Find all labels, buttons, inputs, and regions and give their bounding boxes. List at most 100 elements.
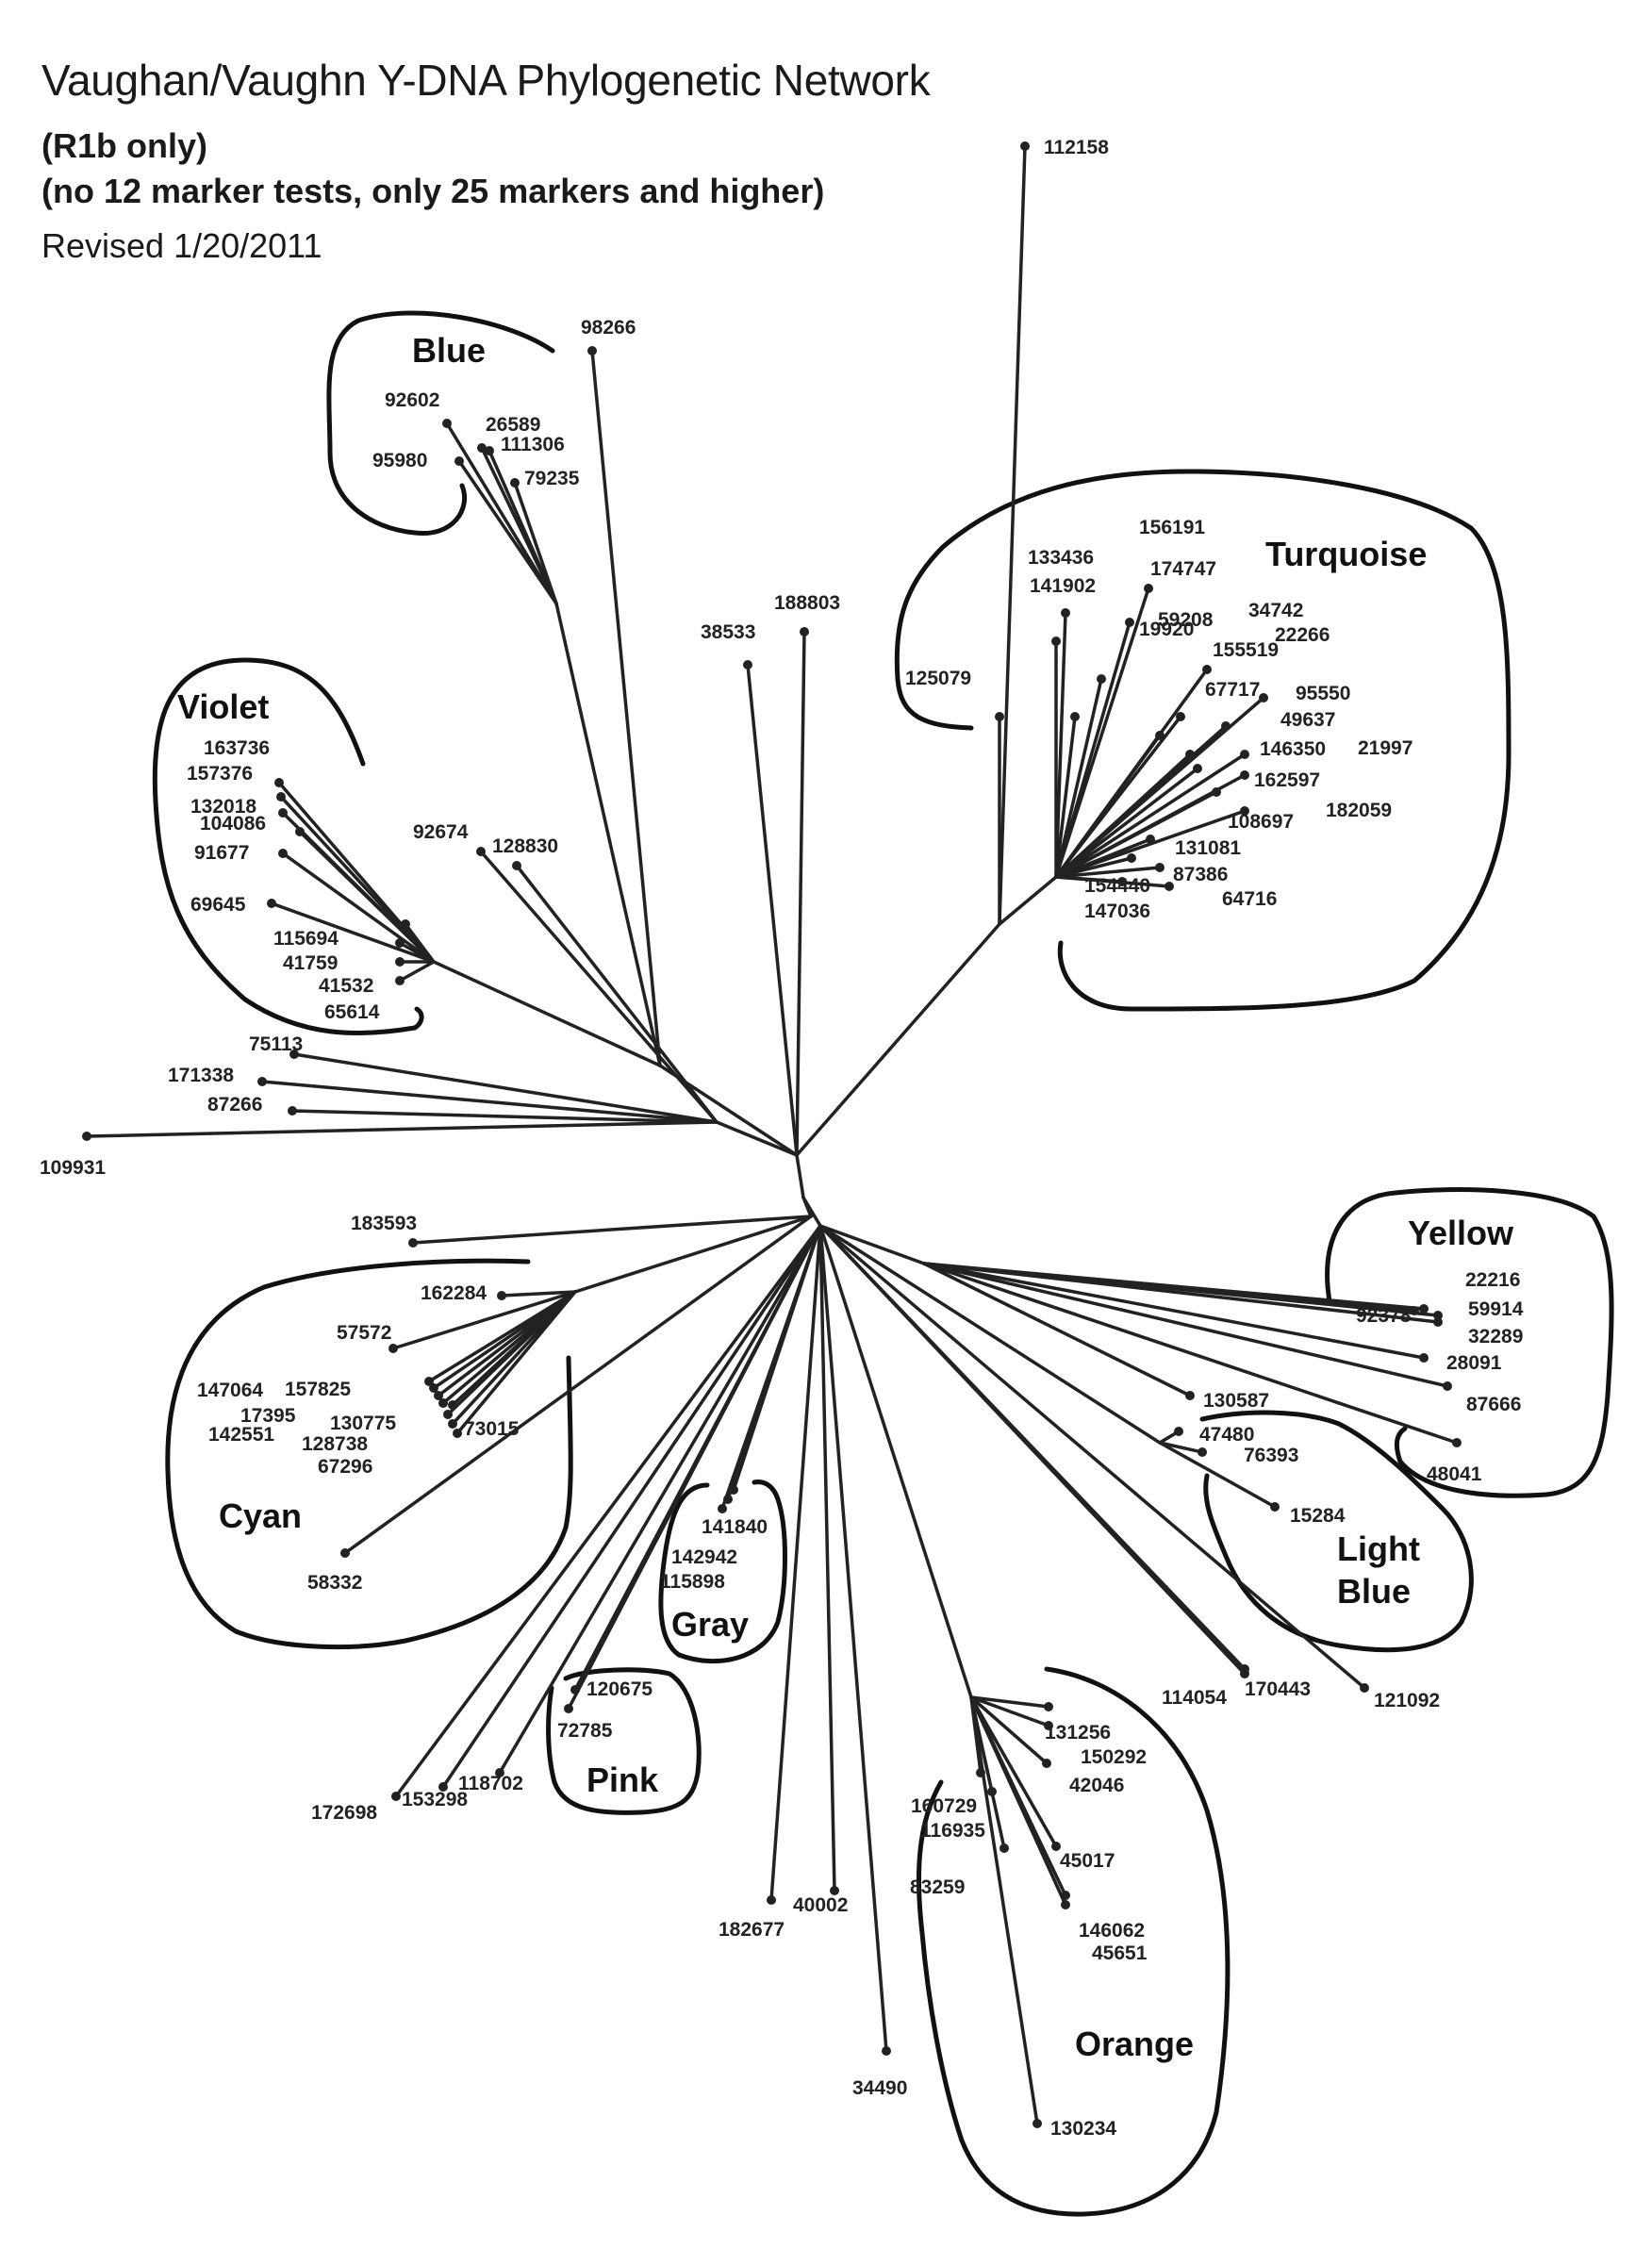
group-label-cyan: Cyan <box>219 1496 302 1535</box>
leaf-node-dot <box>1174 1427 1183 1436</box>
leaf-node-dot <box>448 1400 457 1410</box>
leaf-node-dot <box>718 1504 727 1513</box>
leaf-label: 64716 <box>1222 888 1277 910</box>
leaf-node-dot <box>1020 141 1030 151</box>
leaf-label: 112158 <box>1044 137 1109 158</box>
leaf-node-dot <box>743 660 752 669</box>
leaf-edge <box>746 663 799 1157</box>
leaf-node-dot <box>288 1106 297 1116</box>
leaf-node-dot <box>454 456 464 466</box>
leaf-node-dot <box>1155 731 1165 740</box>
leaf-edge <box>441 1224 822 1789</box>
backbone-edge <box>715 1120 799 1157</box>
leaf-label: 19920 <box>1139 619 1194 640</box>
leaf-node-dot <box>512 861 521 870</box>
leaf-label: 22266 <box>1275 624 1330 646</box>
leaf-edge <box>1054 790 1218 879</box>
leaf-node-dot <box>1144 584 1153 593</box>
leaf-edge <box>298 830 436 964</box>
leaf-label: 141840 <box>702 1516 768 1538</box>
leaf-node-dot <box>1198 1447 1207 1457</box>
gray-group-outline <box>658 1479 787 1663</box>
leaf-label: 59208 <box>1158 609 1214 631</box>
leaf-node-dot <box>1044 1702 1053 1711</box>
leaf-node-dot <box>395 938 405 948</box>
leaf-label: 26589 <box>486 414 540 436</box>
leaf-node-dot <box>401 919 410 929</box>
backbone-edge <box>818 1224 1162 1445</box>
group-label-pink: Pink <box>586 1760 659 1799</box>
leaf-node-dot <box>999 1843 1009 1853</box>
leaf-label: 87386 <box>1173 864 1228 885</box>
leaf-edge <box>1054 875 1171 888</box>
leaf-node-dot <box>995 712 1004 721</box>
leaf-node-dot <box>453 1429 462 1438</box>
leaf-node-dot <box>1051 1842 1061 1851</box>
leaf-label: 17395 <box>240 1405 296 1427</box>
leaf-label: 130587 <box>1203 1390 1269 1412</box>
leaf-node-dot <box>477 443 487 453</box>
leaf-node-dot <box>495 1768 504 1777</box>
leaf-node-dot <box>443 1410 453 1419</box>
leaf-edge <box>343 1215 813 1555</box>
leaf-edge <box>279 795 436 964</box>
backbone-edge <box>795 1153 805 1199</box>
leaf-node-dot <box>388 1344 398 1353</box>
leaf-label: 32289 <box>1468 1326 1523 1347</box>
leaf-edge <box>498 1224 822 1775</box>
leaf-label: 83259 <box>910 1876 965 1898</box>
leaf-label: 79235 <box>524 468 580 489</box>
leaf-label: 130775 <box>330 1413 396 1434</box>
leaf-edge <box>969 1695 1039 2125</box>
leaf-label: 172698 <box>311 1802 377 1824</box>
leaf-label: 65614 <box>324 1001 380 1023</box>
leaf-node-dot <box>1212 787 1221 797</box>
leaf-edge <box>515 864 719 1124</box>
leaf-edge <box>818 1224 888 2053</box>
leaf-edge <box>1054 837 1152 879</box>
leaf-label: 156191 <box>1139 517 1205 538</box>
leaf-node-dot <box>1419 1304 1429 1314</box>
leaf-label: 76393 <box>1244 1445 1298 1466</box>
leaf-edge <box>922 1262 1192 1397</box>
page-title: Vaughan/Vaughn Y-DNA Phylogenetic Networ… <box>41 56 931 105</box>
leaf-node-dot <box>278 808 288 818</box>
backbone-edge <box>818 1224 926 1265</box>
leaf-node-dot <box>1202 665 1212 674</box>
backbone-edge <box>818 1224 973 1699</box>
leaf-node-dot <box>408 1238 418 1248</box>
leaf-label: 147036 <box>1084 901 1150 922</box>
leaf-node-dot <box>1176 712 1185 721</box>
backbone-edge <box>998 875 1058 926</box>
leaf-label: 182677 <box>719 1919 785 1941</box>
leaf-label: 128738 <box>302 1433 368 1455</box>
leaf-edge <box>590 349 662 1067</box>
leaf-edge <box>818 1224 836 1893</box>
leaf-label: 146350 <box>1260 738 1326 760</box>
leaf-edge <box>1054 752 1247 879</box>
leaf-label: 128830 <box>492 835 558 857</box>
leaf-label: 146062 <box>1079 1920 1145 1942</box>
leaf-edge <box>270 901 436 964</box>
leaf-edge <box>1054 677 1103 879</box>
leaf-label: 48041 <box>1427 1463 1482 1485</box>
leaf-label: 163736 <box>204 737 270 759</box>
leaf-label: 45017 <box>1060 1850 1115 1872</box>
leaf-label: 162597 <box>1254 769 1320 791</box>
leaf-label: 91677 <box>194 842 249 864</box>
leaf-node-dot <box>278 849 288 858</box>
leaf-node-dot <box>448 1419 457 1429</box>
leaf-node-dot <box>1259 693 1268 702</box>
leaf-edge <box>451 1290 577 1407</box>
leaf-edge <box>969 1695 1058 1848</box>
leaf-node-dot <box>1240 750 1249 759</box>
leaf-label: 125079 <box>905 668 971 689</box>
backbone-edge <box>432 960 662 1067</box>
leaf-label: 147064 <box>197 1380 263 1401</box>
leaf-label: 87666 <box>1466 1394 1521 1415</box>
leaf-node-dot <box>1433 1317 1443 1327</box>
leaf-label: 41759 <box>283 952 338 974</box>
leaf-label: 34742 <box>1248 600 1303 621</box>
leaf-edge <box>404 922 436 964</box>
